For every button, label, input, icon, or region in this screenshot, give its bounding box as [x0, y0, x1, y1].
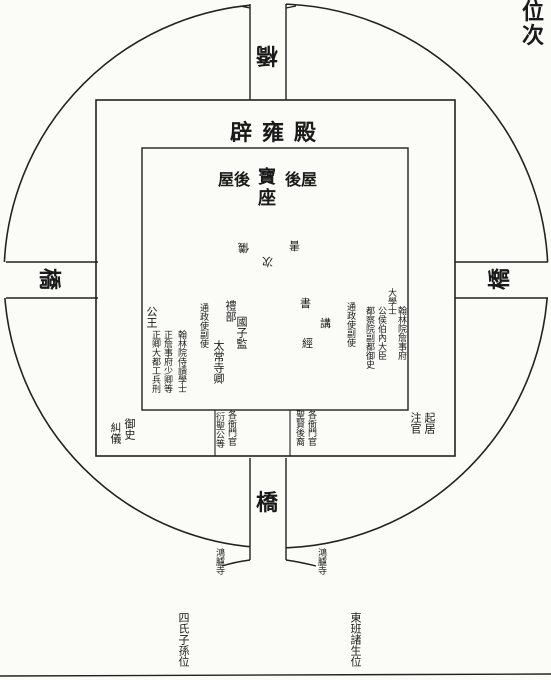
censor-label-1: 御史	[123, 418, 136, 440]
west-bridge-gap	[2, 262, 98, 298]
officials-label-2: 衍聖公等	[214, 412, 224, 448]
east-bridge-gap	[455, 262, 551, 298]
descendants-label-1: 聖賢後裔	[294, 410, 304, 446]
label-right-col2: 公侯伯內大臣	[376, 306, 386, 360]
label-left-top: 公王	[145, 306, 158, 328]
label-right-mid-c: 經	[302, 337, 313, 350]
hall-outer-wall	[95, 99, 456, 457]
label-right-line1: 通政使副使	[345, 302, 355, 347]
center-label-a: 次	[262, 255, 273, 268]
censor-label-2: 糾儀	[109, 422, 122, 444]
officials-label-1: 各衙門官	[226, 410, 236, 446]
bridge-east-label: 橋	[487, 267, 514, 291]
corner-text: 位 次	[522, 0, 544, 48]
four-clans-position-label: 四氏子孫位	[177, 612, 190, 667]
behind-right-label: 後屋	[285, 170, 318, 189]
label-right-mid-a: 書	[300, 297, 311, 310]
ground-line	[0, 673, 551, 677]
diarist-label-2: 注官	[409, 412, 422, 434]
center-label-b: 儀	[238, 241, 249, 254]
label-mid-c: 國子監	[235, 316, 248, 349]
descendants-label-2: 各衙門官	[306, 410, 316, 446]
bridge-north-label: 橋	[256, 42, 279, 68]
throne-line2: 座	[258, 187, 276, 209]
hall-inner-wall	[141, 147, 409, 411]
north-bridge-gap	[250, 2, 286, 102]
bridge-south-label: 橋	[256, 490, 279, 516]
sw-gate-label: 鴻臚寺	[214, 548, 224, 575]
label-left-tiny: 翰林院侍讀學士	[176, 330, 186, 393]
east-students-position-label: 東班諸生位	[349, 612, 362, 667]
throne-label: 寶 座	[258, 167, 276, 209]
label-left-ranks: 正卿大都工兵刑	[150, 330, 160, 393]
south-bridge-gap	[250, 455, 286, 565]
center-label-c: 書	[289, 239, 300, 252]
se-gate-label: 鴻臚寺	[316, 548, 326, 575]
label-right-col1: 大學士	[386, 288, 396, 315]
hall-title: 辟雍殿	[230, 120, 327, 146]
diarist-label-1: 起居	[423, 412, 436, 434]
label-right-col3: 都察院副都御史	[364, 306, 374, 369]
label-left-ranks2: 正詹事府少卿等	[162, 330, 172, 393]
corner-line2: 次	[522, 23, 545, 50]
label-right-mid-b: 講	[320, 317, 331, 330]
bridge-west-label: 橋	[36, 267, 63, 291]
label-mid-a: 禮部	[224, 300, 237, 322]
label-mid-b: 太常寺卿	[212, 340, 225, 384]
behind-left-label: 屋後	[218, 170, 251, 189]
corner-line1: 位	[522, 0, 545, 25]
label-left-mid: 通政使副使	[198, 303, 208, 348]
label-right-col4: 翰林院詹事府	[396, 306, 406, 360]
throne-line1: 寶	[258, 167, 276, 188]
